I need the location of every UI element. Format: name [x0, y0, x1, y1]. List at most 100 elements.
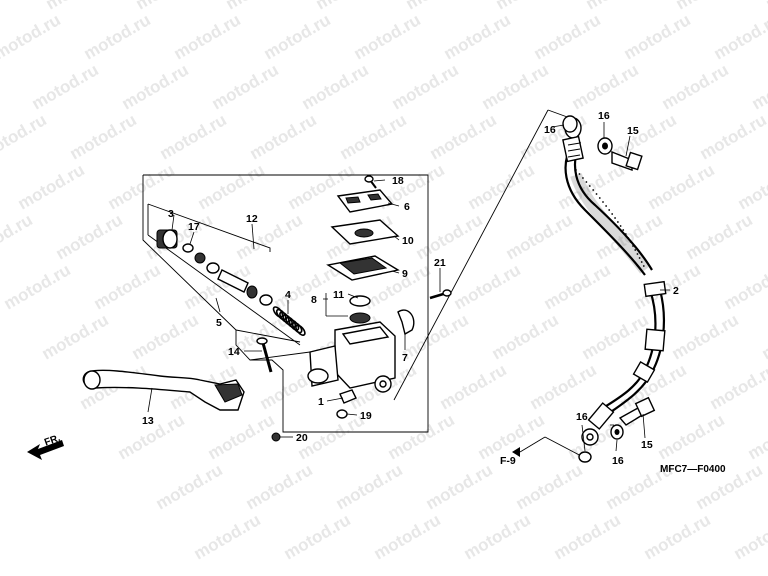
hose-texture-dot — [595, 193, 598, 195]
master-cylinder-body — [271, 289, 452, 442]
watermark-text: motod.ru — [195, 160, 268, 213]
callout-14: 14 — [228, 346, 240, 358]
sealing-washer-top — [562, 115, 578, 133]
watermark-text: motod.ru — [281, 510, 354, 563]
hose-texture-dot — [634, 249, 637, 251]
hose-texture-dot — [575, 169, 577, 171]
watermark-text: motod.ru — [551, 510, 624, 563]
watermark-text: motod.ru — [119, 60, 192, 113]
callout-10: 10 — [402, 235, 414, 247]
hose-texture-dot — [592, 189, 595, 191]
watermark-text: motod.ru — [105, 160, 178, 213]
callout-leaders — [147, 122, 670, 452]
watermark-text: motod.ru — [15, 160, 88, 213]
watermark-text: motod.ru — [541, 260, 614, 313]
hose-texture-dot — [632, 245, 634, 247]
watermark-text: motod.ru — [389, 60, 462, 113]
callout-1: 1 — [318, 396, 324, 408]
callout-6: 6 — [404, 201, 410, 213]
watermark-text: motod.ru — [569, 60, 642, 113]
watermark-text: motod.ru — [437, 360, 510, 413]
callout-16-top-left: 16 — [544, 124, 556, 136]
watermark-text: motod.ru — [707, 360, 768, 413]
callout-15-top: 15 — [627, 125, 639, 137]
watermark-text: motod.ru — [81, 10, 154, 63]
watermark-text: motod.ru — [451, 260, 524, 313]
brake-hose — [562, 117, 667, 446]
watermark-text: motod.ru — [243, 460, 316, 513]
watermark-text: motod.ru — [641, 510, 714, 563]
hose-hardware — [562, 115, 656, 463]
hose-texture-dot — [602, 201, 604, 203]
watermark-text: motod.ru — [53, 210, 126, 263]
assembly-outline — [142, 174, 429, 433]
watermark-text: motod.ru — [479, 60, 552, 113]
watermark-text: motod.ru — [503, 210, 576, 263]
reservoir-cap-stack — [326, 175, 400, 324]
callout-19: 19 — [360, 410, 372, 422]
hose-texture-dot — [585, 181, 588, 183]
watermark-text: motod.ru — [461, 510, 534, 563]
watermark-text: motod.ru — [0, 210, 36, 263]
watermark-text: motod.ru — [721, 260, 768, 313]
watermark-text: motod.ru — [531, 10, 604, 63]
watermark-text: motod.ru — [655, 410, 728, 463]
hose-texture-dot — [619, 225, 622, 227]
hose-texture-dot — [622, 229, 625, 231]
hose-texture-dot — [605, 205, 608, 207]
hose-texture-dot — [616, 221, 619, 223]
callout-21: 21 — [434, 257, 446, 269]
watermark-text: motod.ru — [205, 410, 278, 463]
hose-texture-dot — [598, 197, 601, 199]
watermark-text: motod.ru — [763, 0, 768, 13]
hose-texture-dot — [638, 257, 641, 259]
hose-texture-dot — [629, 241, 632, 243]
watermark-text: motod.ru — [157, 110, 230, 163]
watermark-text: motod.ru — [337, 110, 410, 163]
hose-texture-dot — [582, 177, 584, 179]
watermark-text: motod.ru — [371, 510, 444, 563]
callout-numbers: 3 17 12 4 5 14 13 18 6 10 9 11 8 7 21 1 … — [142, 110, 679, 467]
watermark-text: motod.ru — [0, 0, 26, 13]
hose-texture-dot — [611, 213, 614, 215]
piston-kit — [147, 203, 306, 373]
watermark-text: motod.ru — [39, 310, 112, 363]
hose-texture-dot — [627, 237, 630, 239]
front-direction-label: FR. — [43, 433, 62, 449]
watermark-text: motod.ru — [333, 460, 406, 513]
watermark-text: motod.ru — [385, 410, 458, 463]
watermark-text: motod.ru — [0, 10, 64, 63]
hose-texture-dot — [640, 261, 643, 263]
watermark-text: motod.ru — [669, 310, 742, 363]
watermark-text: motod.ru — [489, 310, 562, 363]
watermark-text: motod.ru — [749, 60, 768, 113]
hose-texture-dot — [608, 209, 611, 211]
hose-texture-dot — [614, 217, 616, 219]
watermark-text: motod.ru — [413, 210, 486, 263]
watermark-text: motod.ru — [299, 60, 372, 113]
hose-texture-dot — [588, 185, 591, 187]
watermark-text: motod.ru — [735, 160, 768, 213]
watermark-text: motod.ru — [683, 210, 756, 263]
watermark-text: motod.ru — [1, 260, 74, 313]
watermark-text: motod.ru — [191, 510, 264, 563]
callout-18: 18 — [392, 175, 404, 187]
callout-7: 7 — [402, 352, 408, 364]
watermark-text: motod.ru — [579, 310, 652, 363]
watermark-text: motod.ru — [247, 110, 320, 163]
watermark-text: motod.ru — [745, 410, 768, 463]
watermark-text: motod.ru — [67, 110, 140, 163]
watermark-text: motod.ru — [527, 360, 600, 413]
hose-texture-dot — [624, 233, 627, 235]
callout-8: 8 — [311, 294, 317, 306]
spring-coil — [295, 324, 306, 336]
diagram-code: MFC7—F0400 — [660, 464, 726, 475]
callout-4: 4 — [285, 289, 291, 301]
watermark-text: motod.ru — [513, 460, 586, 513]
callout-13: 13 — [142, 415, 154, 427]
callout-16-bottom-left: 16 — [576, 411, 588, 423]
watermark-text: motod.ru — [697, 110, 768, 163]
callout-16-top-right: 16 — [598, 110, 610, 122]
